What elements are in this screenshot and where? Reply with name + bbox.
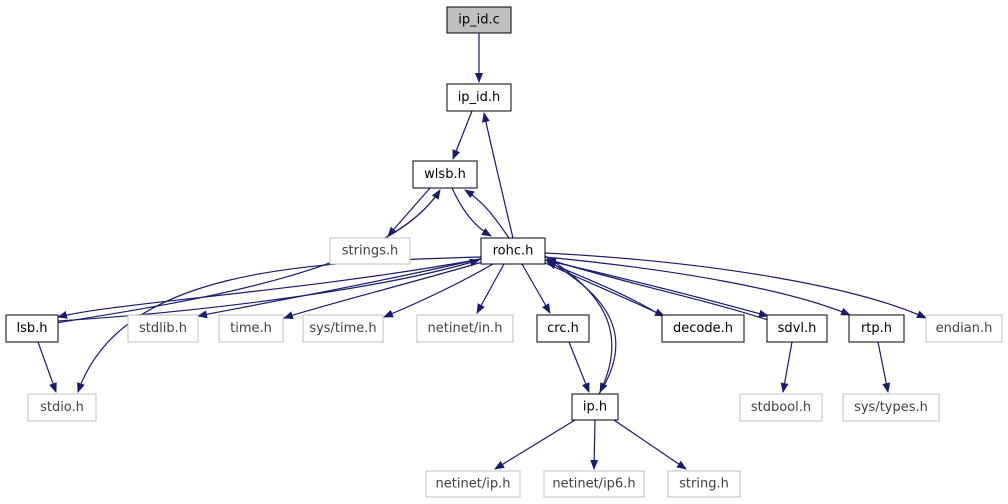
edge-rohc-h-to-time-h [283,260,487,319]
edge-lsb-h-to-stdio-h [37,341,57,393]
node-netinet-in-h: netinet/in.h [416,314,514,343]
node-ip-h[interactable]: ip.h [571,393,619,421]
node-label: endian.h [936,321,993,336]
node-stdlib-h: stdlib.h [127,314,199,343]
node-box [925,314,1003,343]
node-label: rtp.h [861,321,892,336]
node-sdvl-h[interactable]: sdvl.h [766,314,828,343]
node-ip-id-h[interactable]: ip_id.h [446,83,512,112]
node-strings-h: strings.h [329,237,411,265]
node-box [842,393,940,422]
node-label: sys/types.h [854,400,928,415]
edge-rohc-h-to-wlsb-h [464,189,510,239]
node-box [848,314,905,343]
edge-rohc-h-to-ip-id-h [481,112,514,239]
edge-ip-h-to-netinet-ip-h [494,419,576,470]
edges-layer [37,33,927,470]
node-box [446,6,512,34]
edge-rohc-h-to-endian-h [544,252,927,319]
node-box [416,314,514,343]
edge-ip-h-to-rohc-h [546,259,617,395]
node-box [446,83,512,112]
node-box [329,237,411,265]
node-box [5,314,59,343]
edge-rohc-h-to-crc-h [521,263,551,314]
edge-sdvl-h-to-rohc-h [546,257,769,321]
node-stdio-h: stdio.h [27,393,97,422]
node-box [536,314,590,343]
node-label: sdvl.h [778,321,817,336]
node-string-h: string.h [667,470,741,498]
node-box [661,314,745,343]
edge-rohc-h-to-sys-time-h [383,263,494,318]
node-box [218,314,284,343]
edge-sdvl-h-to-stdbool-h [780,341,793,393]
node-box [739,393,823,422]
node-label: ip_id.h [458,90,501,105]
node-label: netinet/ip6.h [552,477,635,492]
node-netinet-ip-h: netinet/ip.h [425,470,521,498]
node-wlsb-h[interactable]: wlsb.h [412,160,478,189]
node-box [766,314,828,343]
edge-rohc-h-to-stdlib-h [197,257,485,319]
node-label: sys/time.h [309,321,376,336]
node-box [302,314,384,343]
edge-rohc-h-to-rtp-h [544,256,851,316]
node-label: ip.h [583,400,607,415]
node-netinet-ip6-h: netinet/ip6.h [543,470,645,498]
edge-decode-h-to-rohc-h [546,261,663,317]
node-sys-time-h: sys/time.h [302,314,384,343]
edge-ip-h-to-netinet-ip6-h [590,419,599,470]
node-endian-h: endian.h [925,314,1003,343]
nodes-layer: ip_id.c ip_id.h wlsb.h strings.h rohc.h lsb.h… [5,6,1003,498]
edge-rohc-h-to-netinet-in-h [476,263,505,314]
node-lsb-h[interactable]: lsb.h [5,314,59,343]
node-label: string.h [679,477,729,492]
edge-ip-h-to-string-h [613,419,687,470]
edge-rtp-h-to-sys-types-h [877,341,891,393]
node-label: netinet/ip.h [436,477,511,492]
node-label: stdlib.h [139,321,187,336]
node-box [571,393,619,421]
node-rtp-h[interactable]: rtp.h [848,314,905,343]
edge-wlsb-h-to-rohc-h [451,187,492,237]
node-time-h: time.h [218,314,284,343]
node-label: rohc.h [493,244,534,259]
node-box [412,160,478,189]
node-label: decode.h [673,321,733,336]
node-label: lsb.h [16,321,47,336]
edge-lsb-h-to-wlsb-h [55,189,441,324]
node-box [543,470,645,498]
edge-rohc-h-to-lsb-h [57,258,482,319]
node-label: wlsb.h [424,167,466,182]
node-ip-id-c[interactable]: ip_id.c [446,6,512,34]
edge-ip-id-h-to-wlsb-h [452,110,473,160]
edge-wlsb-h-to-strings-h [387,187,431,237]
node-box [667,470,741,498]
edge-lsb-h-to-rohc-h [57,258,480,322]
node-crc-h[interactable]: crc.h [536,314,590,343]
node-label: crc.h [547,321,579,336]
node-label: strings.h [342,244,398,259]
node-label: netinet/in.h [428,321,503,336]
node-box [480,237,546,265]
node-box [425,470,521,498]
node-box [127,314,199,343]
node-sys-types-h: sys/types.h [842,393,940,422]
node-label: time.h [230,321,272,336]
edge-crc-h-to-ip-h [568,341,590,393]
node-stdbool-h: stdbool.h [739,393,823,422]
node-label: ip_id.c [458,13,500,28]
node-label: stdio.h [40,400,84,415]
node-box [27,393,97,422]
node-rohc-h[interactable]: rohc.h [480,237,546,265]
node-label: stdbool.h [751,400,811,415]
node-decode-h[interactable]: decode.h [661,314,745,343]
